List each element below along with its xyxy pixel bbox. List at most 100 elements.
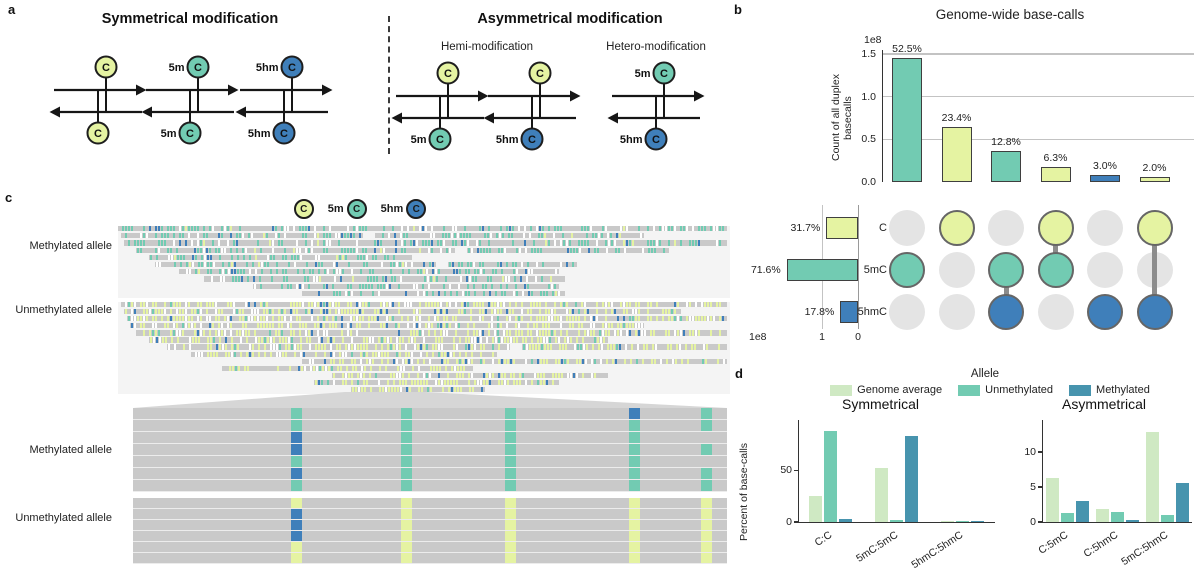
base-call-tick: [284, 316, 287, 322]
base-call-tick: [545, 290, 548, 296]
base-call-tick: [380, 247, 383, 253]
base-call-tick: [632, 323, 635, 329]
base-call-tick: [525, 344, 528, 350]
base-call-tick: [374, 240, 377, 246]
base-call-tick: [411, 351, 414, 357]
base-call-tick: [419, 344, 422, 350]
base-call-tick: [653, 358, 656, 364]
base-call-tick: [347, 323, 350, 329]
base-call-tick: [155, 254, 158, 260]
base-call-tick: [257, 323, 260, 329]
base-call-tick: [443, 379, 446, 386]
base-call-tick: [467, 240, 470, 246]
subplot-title: Asymmetrical: [1061, 396, 1146, 412]
base-call-tick: [554, 358, 557, 364]
base-call-tick: [581, 226, 583, 232]
base-call-tick: [560, 358, 563, 364]
base-call-tick: [440, 323, 443, 329]
base-call-tick: [626, 240, 629, 246]
base-call-tick: [378, 351, 381, 357]
base-call-tick: [325, 283, 328, 289]
base-call-tick: [240, 276, 243, 282]
base-call-tick: [234, 276, 237, 282]
base-call-tick: [234, 351, 237, 357]
base-call-tick: [275, 226, 277, 232]
base-call-tick: [485, 379, 488, 386]
base-call-tick: [548, 330, 551, 336]
base-call-tick: [530, 358, 533, 364]
base-call-tick: [473, 290, 476, 296]
base-call-tick: [605, 323, 608, 329]
base-call-tick: [152, 337, 155, 343]
base-call-tick: [336, 269, 339, 275]
base-call-tick: [326, 337, 329, 343]
base-call-tick: [407, 302, 410, 308]
base-call-tick: [304, 365, 307, 371]
base-call-tick: [494, 309, 497, 315]
base-call-tick: [347, 226, 349, 232]
base-call-tick: [384, 276, 387, 282]
base-call-tick: [347, 309, 350, 315]
base-call-tick: [278, 233, 281, 239]
base-call-tick: [593, 247, 596, 253]
base-call-tick: [438, 269, 441, 275]
base-call-tick: [395, 240, 398, 246]
base-call-tick: [263, 233, 266, 239]
base-call-tick: [464, 358, 467, 364]
hetero-modification-subtitle: Hetero-modification: [606, 41, 706, 53]
base-call-tick: [459, 276, 462, 282]
base-call-tick: [206, 316, 209, 322]
base-call-tick: [454, 233, 457, 239]
base-call-tick: [545, 302, 548, 308]
base-call-tick: [428, 302, 431, 308]
base-call-tick: [440, 337, 443, 343]
base-call-tick: [328, 365, 331, 371]
base-call-tick: [446, 358, 449, 364]
base-call-tick: [329, 337, 332, 343]
base-call-tick: [635, 309, 638, 315]
bar: [809, 496, 823, 522]
base-call-tick: [413, 337, 416, 343]
base-call-tick: [308, 358, 311, 364]
base-call-tick: [203, 240, 206, 246]
base-call-tick: [383, 337, 386, 343]
base-call-tick: [533, 247, 536, 253]
base-call-tick: [470, 344, 473, 350]
base-call-tick: [335, 302, 338, 308]
base-call-tick: [543, 372, 546, 378]
base-call-tick: [188, 316, 191, 322]
base-call-tick: [134, 323, 137, 329]
base-call-tick: [593, 337, 596, 343]
legend-swatch: [830, 384, 853, 396]
base-call-tick: [426, 351, 429, 357]
modified-site-cell: [290, 444, 302, 455]
set-name-label: C: [879, 221, 887, 234]
base-call-tick: [536, 247, 539, 253]
base-call-tick: [348, 372, 351, 378]
base-call-tick: [488, 302, 491, 308]
modified-site-cell: [700, 408, 712, 419]
base-call-tick: [197, 240, 200, 246]
base-call-tick: [155, 323, 158, 329]
base-call-tick: [254, 254, 257, 260]
base-call-tick: [239, 226, 241, 232]
base-call-tick: [229, 365, 232, 371]
base-call-tick: [483, 372, 486, 378]
modified-site-cell: [290, 432, 302, 443]
base-call-tick: [254, 316, 257, 322]
base-call-tick: [235, 365, 238, 371]
base-call-tick: [276, 351, 279, 357]
base-call-tick: [513, 372, 516, 378]
base-call-tick: [254, 302, 257, 308]
base-call-tick: [143, 226, 145, 232]
base-call-tick: [401, 379, 404, 386]
base-call-tick: [656, 302, 659, 308]
base-call-tick: [551, 316, 554, 322]
base-call-tick: [608, 302, 611, 308]
base-call-tick: [404, 302, 407, 308]
base-call-tick: [215, 309, 218, 315]
base-call-tick: [152, 330, 155, 336]
base-call-tick: [659, 226, 661, 232]
